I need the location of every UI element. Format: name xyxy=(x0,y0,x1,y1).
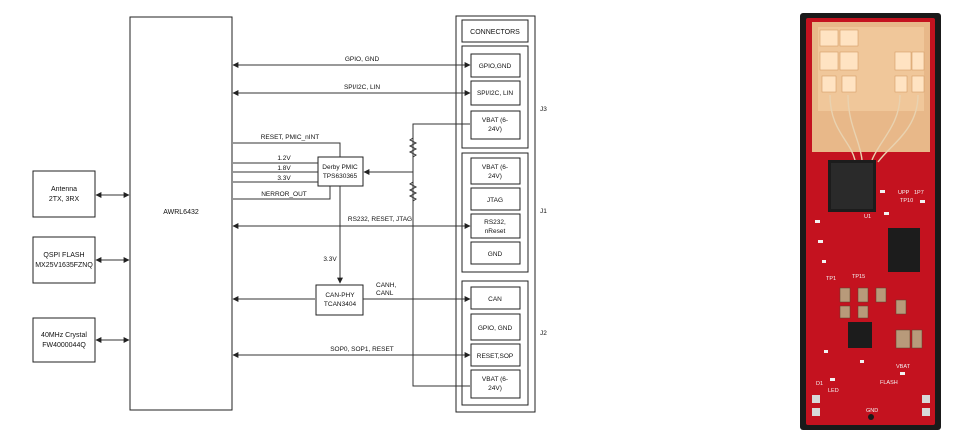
qspi-flash-block: QSPI FLASH MX25V1635FZNQ xyxy=(32,236,96,284)
antenna-config: 2TX, 3RX xyxy=(49,196,80,203)
silk-gnd: GND xyxy=(866,408,878,414)
silk-tp15: TP15 xyxy=(852,274,865,280)
j3-group: GPIO,GND SPI/I2C, LIN VBAT (6- 24V) J3 xyxy=(461,45,547,149)
j1-pin-vbat-1: VBAT (6- xyxy=(482,164,508,171)
pmic-part: TPS630365 xyxy=(323,173,358,180)
rs232-bus-label: RS232, RESET, JTAG xyxy=(348,216,412,223)
canphy-label: CAN-PHY xyxy=(325,292,355,299)
canl-label: CANL xyxy=(376,290,394,297)
connectors-title: CONNECTORS xyxy=(470,29,520,36)
antenna-block: Antenna 2TX, 3RX xyxy=(32,170,96,218)
silk-1p7: 1P7 xyxy=(914,190,924,196)
board-small-ic xyxy=(848,322,872,348)
j1-pin-gnd: GND xyxy=(488,251,503,258)
pmic-block: Derby PMIC TPS630365 xyxy=(317,156,364,187)
sop-bus-label: SOP0, SOP1, RESET xyxy=(330,346,394,353)
j1-label: J1 xyxy=(540,208,547,215)
resistor-1 xyxy=(408,137,418,158)
silk-d1: D1 xyxy=(816,381,823,387)
antenna-label: Antenna xyxy=(51,186,77,193)
j3-pin-gpio: GPIO,GND xyxy=(479,63,512,70)
reset-pmic-line xyxy=(233,142,341,157)
board-flash-ic xyxy=(888,228,920,272)
v18-label: 1.8V xyxy=(277,165,291,172)
pmic-label: Derby PMIC xyxy=(322,164,358,171)
v33-can-label: 3.3V xyxy=(323,256,337,263)
j2-pin-vbat-1: VBAT (6- xyxy=(482,376,508,383)
vbat-rail xyxy=(412,123,470,387)
j2-pin-gpio: GPIO, GND xyxy=(478,325,513,332)
qspi-label: QSPI FLASH xyxy=(43,252,84,259)
gpio-bus-label: GPIO, GND xyxy=(345,56,380,63)
canphy-block: CAN-PHY TCAN3404 xyxy=(315,284,364,316)
board-mount-hole xyxy=(868,414,874,420)
nerror-label: NERROR_OUT xyxy=(261,191,307,198)
j2-pin-can: CAN xyxy=(488,296,502,303)
j1-pin-vbat-2: 24V) xyxy=(488,173,502,180)
j2-group: CAN GPIO, GND RESET,SOP VBAT (6- 24V) J2 xyxy=(461,280,547,406)
j1-pin-jtag: JTAG xyxy=(487,197,503,204)
j1-group: VBAT (6- 24V) JTAG RS232, nReset GND J1 xyxy=(461,152,547,273)
silk-led: LED xyxy=(828,388,839,394)
spi-bus-label: SPI/I2C, LIN xyxy=(344,84,380,91)
j3-pin-vbat-1: VBAT (6- xyxy=(482,117,508,124)
j1-pin-rs232-1: RS232, xyxy=(484,219,506,226)
silk-u1: U1 xyxy=(864,214,871,220)
silk-flash: FLASH xyxy=(880,380,898,386)
silk-tp10: TP10 xyxy=(900,198,913,204)
board-photo: U1 UPP 1P7 TP10 TP1 TP15 D1 LED VBAT FLA… xyxy=(800,13,941,430)
reset-pmic-label: RESET, PMIC_nINT xyxy=(261,134,320,141)
crystal-block: 40MHz Crystal FW4000044Q xyxy=(32,317,96,363)
qspi-part: MX25V1635FZNQ xyxy=(35,262,93,269)
j2-label: J2 xyxy=(540,330,547,337)
silk-tp1: TP1 xyxy=(826,276,836,282)
v12-label: 1.2V xyxy=(277,155,291,162)
j3-pin-spi: SPI/I2C, LIN xyxy=(477,90,513,97)
j2-pin-reset-sop: RESET,SOP xyxy=(477,353,513,360)
silk-upp: UPP xyxy=(898,190,910,196)
v33-label: 3.3V xyxy=(277,175,291,182)
resistor-2 xyxy=(408,181,418,202)
crystal-part: FW4000044Q xyxy=(42,342,86,349)
awrl6432-block: AWRL6432 xyxy=(129,16,233,411)
j2-pin-vbat-2: 24V) xyxy=(488,385,502,392)
crystal-label: 40MHz Crystal xyxy=(41,332,87,339)
j3-label: J3 xyxy=(540,106,547,113)
canphy-part: TCAN3404 xyxy=(324,301,357,308)
j3-pin-vbat-2: 24V) xyxy=(488,126,502,133)
nerror-line xyxy=(233,186,331,200)
main-chip-label: AWRL6432 xyxy=(163,209,199,216)
silk-vbat: VBAT xyxy=(896,364,911,370)
canh-label: CANH, xyxy=(376,282,396,289)
j1-pin-rs232-2: nReset xyxy=(485,228,506,235)
